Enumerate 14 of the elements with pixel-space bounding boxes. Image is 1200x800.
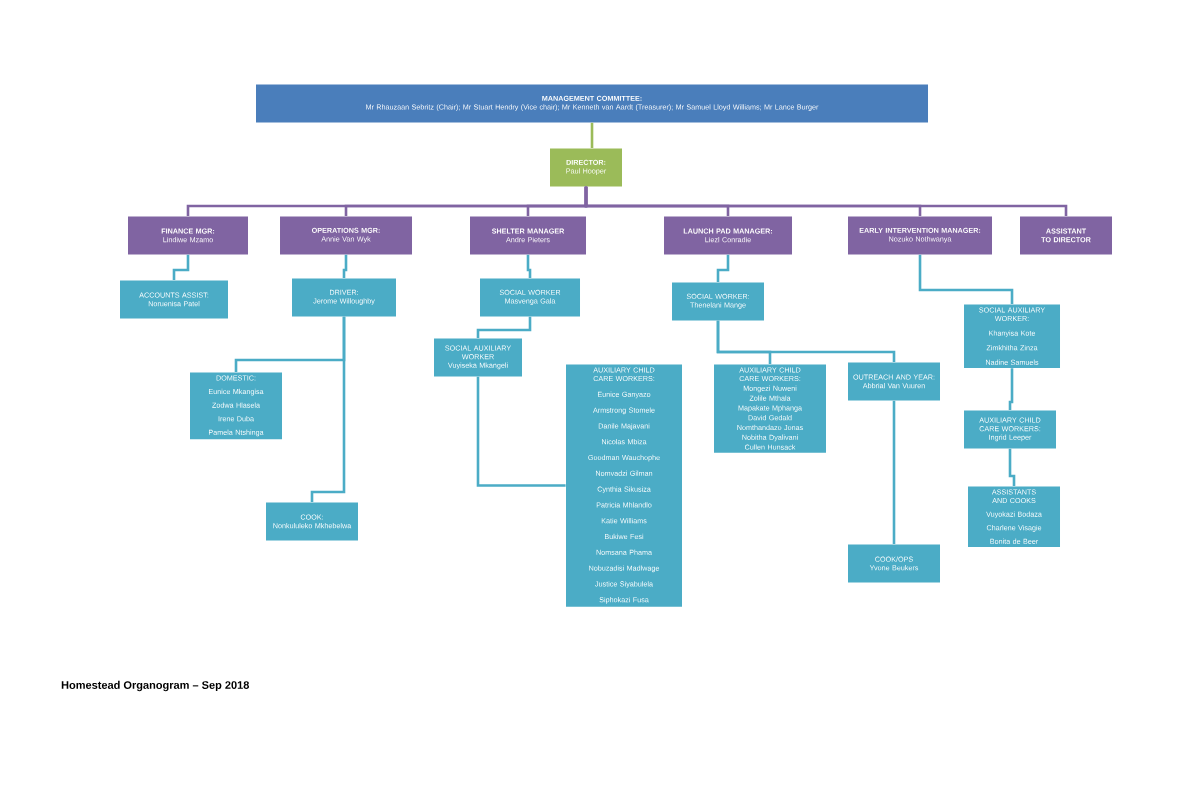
connector-line bbox=[590, 122, 594, 148]
connector-line bbox=[172, 254, 190, 280]
connector-line bbox=[716, 320, 896, 362]
connector-line bbox=[1008, 368, 1014, 410]
connector-line bbox=[476, 316, 532, 338]
connector-line bbox=[310, 316, 346, 502]
connector-line bbox=[476, 376, 566, 487]
connector-line bbox=[918, 254, 1014, 304]
connector-line bbox=[342, 254, 348, 278]
connector-line bbox=[892, 400, 896, 544]
connector-line bbox=[716, 254, 730, 282]
connector-line bbox=[584, 186, 1068, 216]
connector-line bbox=[1008, 448, 1016, 486]
connector-line bbox=[526, 254, 532, 278]
